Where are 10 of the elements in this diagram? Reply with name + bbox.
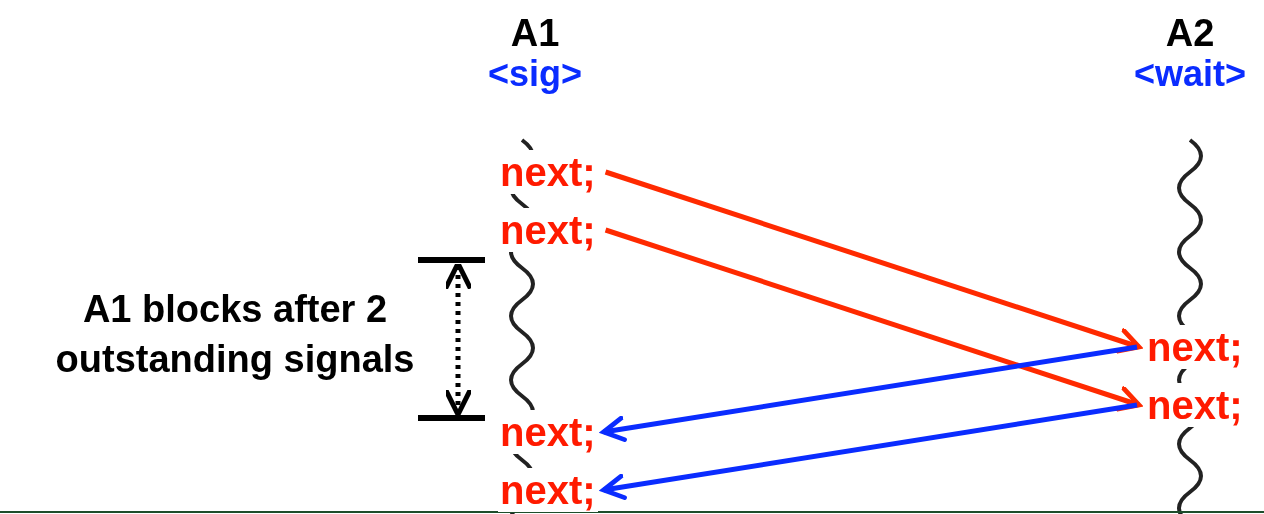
lane-title: A1	[509, 12, 561, 54]
arrow	[604, 227, 1142, 412]
arrow	[601, 402, 1138, 500]
message-text: next;	[498, 468, 598, 512]
annotation-text: A1 blocks after 2 outstanding signals	[54, 287, 416, 382]
lane-title: A2	[1164, 12, 1216, 54]
arrow	[601, 344, 1138, 442]
lane-role: <sig>	[488, 54, 583, 94]
arrow	[604, 169, 1142, 354]
lane-role: <wait>	[1134, 54, 1247, 94]
